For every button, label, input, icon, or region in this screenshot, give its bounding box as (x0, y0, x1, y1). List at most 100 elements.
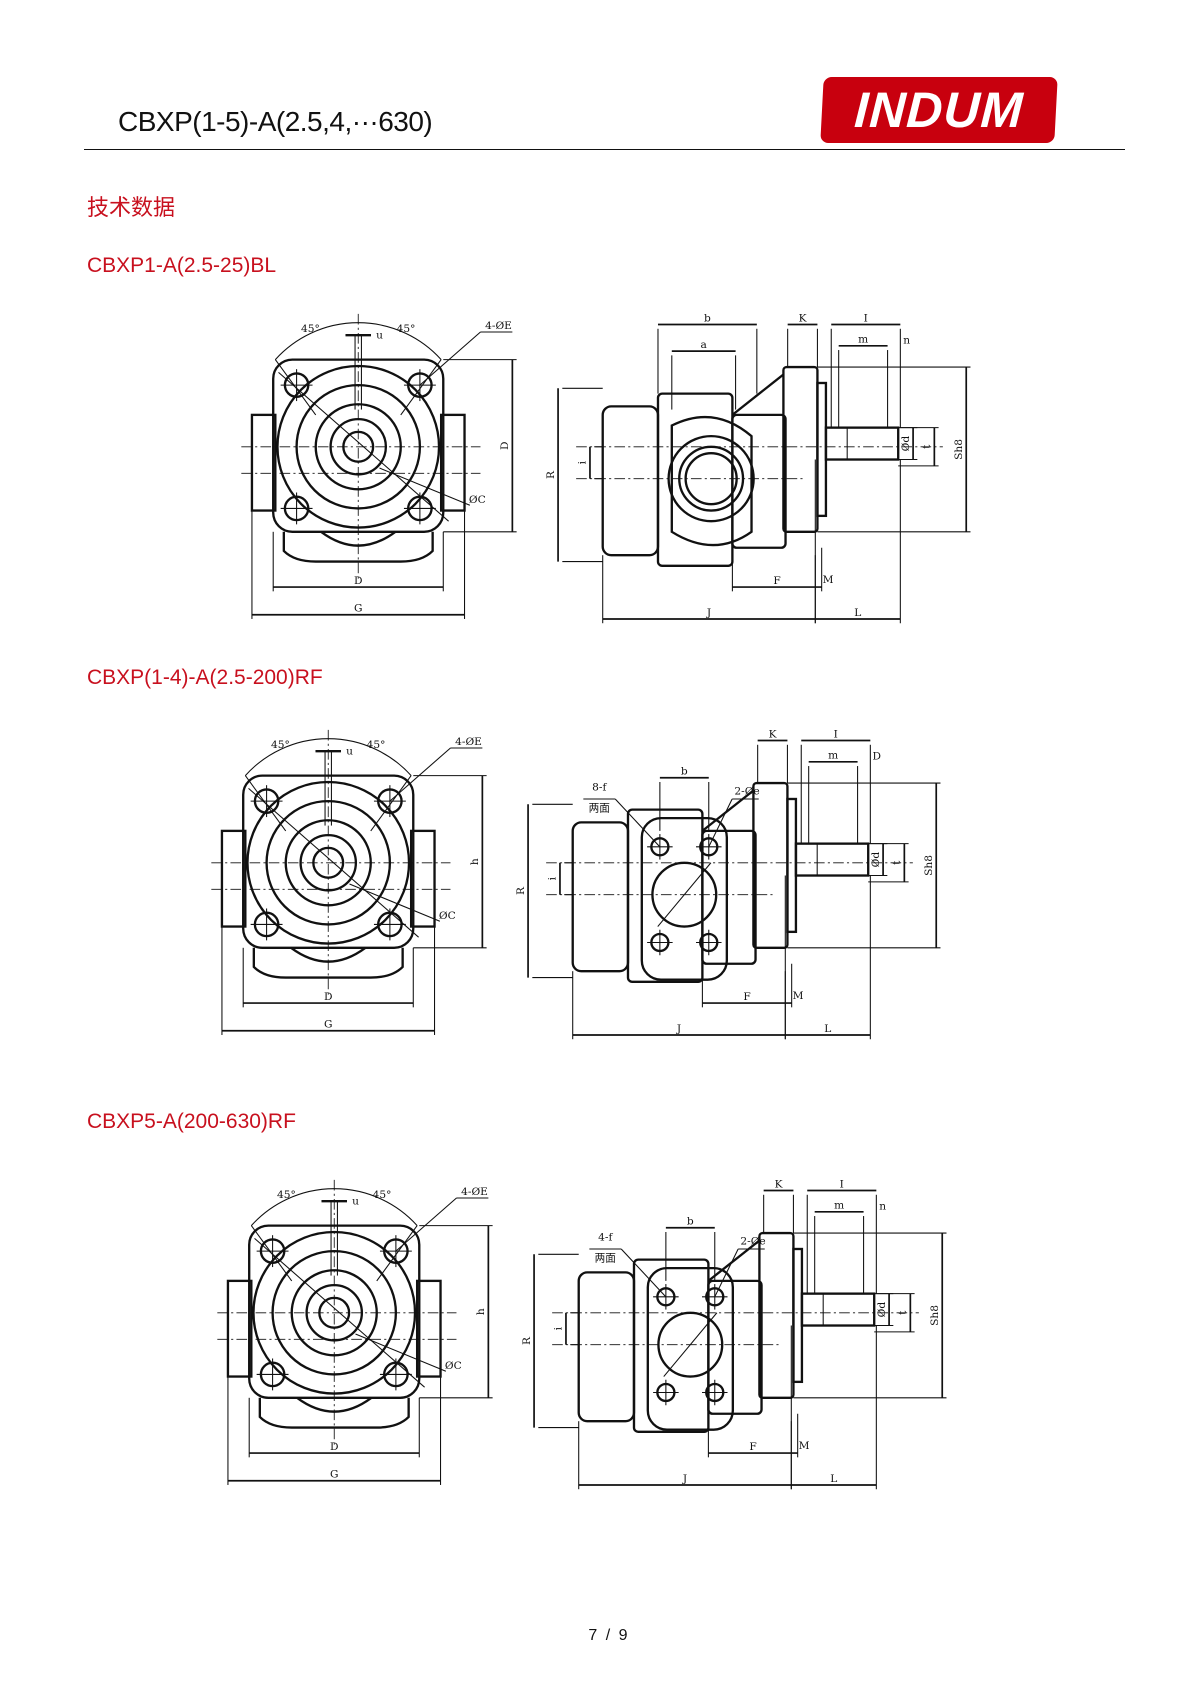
height-dim-label: h (468, 858, 481, 865)
bore-leader (355, 1333, 447, 1372)
n-label: n (903, 334, 910, 347)
J-dim-label: J (682, 1472, 687, 1485)
side-boss-right (409, 829, 436, 928)
key-label: u (352, 1194, 359, 1207)
housing-neck (707, 1279, 763, 1415)
width-inner-dim-label: D (354, 574, 363, 587)
height-dim-label: D (498, 441, 511, 450)
e-leader (714, 1248, 739, 1298)
port-diagonal (663, 1312, 718, 1377)
concentric-circle (271, 1249, 398, 1376)
front-flange (782, 365, 819, 533)
d-dim-label: Ød (899, 436, 912, 452)
pump-body-bottom (282, 531, 434, 563)
mounting-flange (248, 1224, 421, 1399)
note-e-label: 2-Øe (734, 785, 759, 798)
angle-left-label: 45° (301, 322, 320, 335)
side-boss-left (220, 829, 247, 928)
bore-leader (379, 467, 471, 506)
I-dim-label: I (864, 311, 868, 324)
S-dim-label: Sh8 (922, 855, 935, 876)
side-boss-left (250, 413, 277, 512)
note-faces-label: 两面 (589, 802, 611, 815)
S-dim-label: Sh8 (928, 1305, 941, 1326)
body-curve (320, 530, 397, 547)
angle-ray (376, 1225, 418, 1282)
key-label: u (376, 328, 383, 341)
bore-leader (349, 883, 441, 922)
flange-rib (707, 1239, 761, 1282)
note-f-label: 4-f (598, 1230, 613, 1243)
drive-shaft (824, 426, 900, 461)
pilot-ring (792, 1247, 804, 1384)
pilot-ring (816, 381, 828, 518)
L-dim-label: L (824, 1022, 831, 1035)
angle-left-label: 45° (271, 738, 290, 751)
angle-ray (400, 359, 442, 416)
housing-neck (731, 413, 787, 549)
end-cover (577, 1271, 636, 1423)
R-dim-label: R (514, 886, 527, 895)
I-dim-label: I (834, 727, 838, 740)
t-dim-label: t (896, 1310, 909, 1315)
diagonal-line (278, 371, 449, 522)
n-label: D (872, 750, 881, 763)
angle-right-label: 45° (397, 322, 416, 335)
m-dim-label: m (828, 749, 838, 762)
page-number: 7 / 9 (588, 1627, 630, 1644)
side-boss-right (439, 413, 466, 512)
front-flange (752, 781, 789, 949)
indum-logo: INDUM (820, 77, 1058, 143)
bore-label: ØC (445, 1359, 462, 1372)
end-cover (571, 821, 630, 973)
i-dim-label: i (552, 1326, 565, 1330)
m-dim-label: m (834, 1199, 844, 1212)
M-label: M (799, 1439, 810, 1452)
e-leader (708, 798, 733, 848)
note-e-label: 2-Øe (740, 1235, 765, 1248)
F-dim-label: F (743, 990, 750, 1003)
drive-shaft (800, 1292, 876, 1327)
body-curve (290, 946, 367, 963)
flange-rib (731, 373, 785, 416)
t-dim-label: t (890, 860, 903, 865)
i-dim-label: i (546, 876, 559, 880)
M-label: M (793, 989, 804, 1002)
f-leader (614, 798, 661, 848)
K-dim-label: K (775, 1177, 784, 1190)
port-boss (670, 415, 753, 547)
concentric-circle (314, 403, 402, 491)
side-boss-left (226, 1279, 253, 1378)
M-label: M (823, 573, 834, 586)
section-heading: 技术数据 (87, 195, 176, 220)
angle-ray (370, 775, 412, 832)
model-heading-cbxp5: CBXP5-A(200-630)RF (87, 1110, 296, 1133)
concentric-circle (290, 1269, 378, 1357)
holes-label: 4-ØE (461, 1185, 488, 1198)
width-inner-dim-label: D (324, 990, 333, 1003)
diagonal-line (248, 787, 419, 938)
b-dim-label: b (681, 765, 688, 778)
holes-leader (395, 1197, 457, 1252)
diagonal-line (254, 1237, 425, 1388)
port-thread (678, 445, 745, 512)
F-dim-label: F (749, 1440, 756, 1453)
concentric-circle (312, 846, 345, 879)
L-dim-label: L (830, 1472, 837, 1485)
bore-label: ØC (439, 909, 456, 922)
holes-label: 4-ØE (485, 319, 512, 332)
concentric-circle (295, 383, 422, 510)
concentric-circle (252, 1230, 417, 1395)
holes-leader (389, 747, 451, 802)
b-dim-label: b (704, 311, 711, 324)
J-dim-label: J (676, 1022, 681, 1035)
pump-body-bottom (252, 947, 404, 979)
port-flange (640, 816, 729, 981)
side-boss-right (415, 1279, 442, 1378)
angle-left-label: 45° (277, 1188, 296, 1201)
F-dim-label: F (773, 574, 780, 587)
